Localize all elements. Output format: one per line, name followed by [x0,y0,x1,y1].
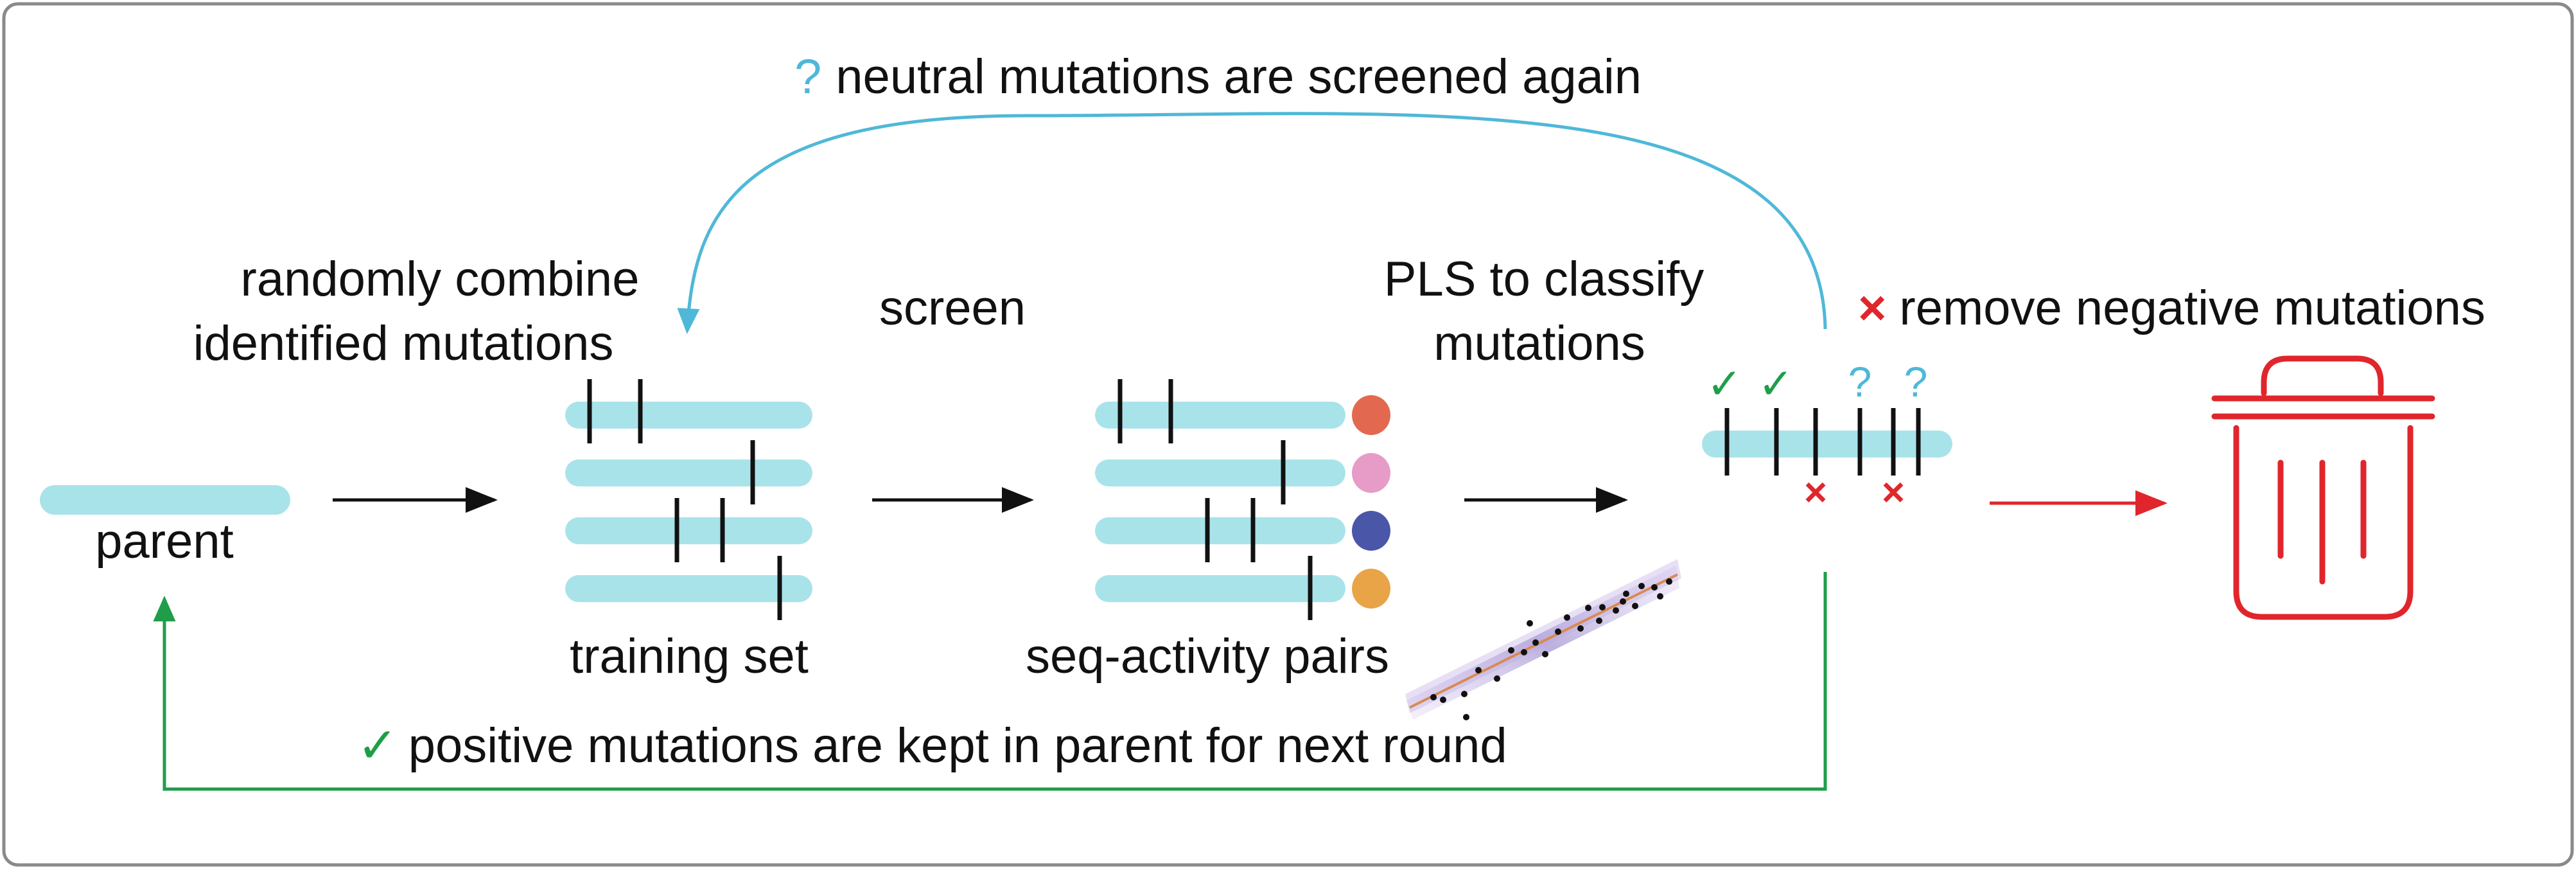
fit-point [1623,591,1629,597]
pls-regression-plot [1405,559,1681,720]
fit-point [1494,675,1500,682]
classified-sequence-bar [1702,431,1952,458]
fit-point [1542,651,1548,657]
fit-point [1532,639,1539,646]
positive-feedback-arrow [153,572,1827,791]
fit-point [1596,618,1602,624]
fit-points [1430,578,1672,720]
screened-sequence [1095,402,1345,429]
screened-sequence [1095,517,1345,544]
training-set [565,379,812,620]
trash-can-icon [2211,355,2435,620]
negative-cross-icon: × [1858,281,1886,335]
positive-check-icon: ✓ [357,718,398,773]
negative-cross-icon: × [1882,470,1905,515]
activity-dot [1352,569,1390,609]
fit-point [1651,584,1658,591]
classified-sequence: ✓ ✓ ? ? × × [1702,358,1952,515]
seq-activity-label: seq-activity pairs [1026,629,1389,684]
fit-point [1440,697,1446,703]
negative-cross-icon: × [1804,470,1827,515]
activity-dot [1352,395,1390,435]
training-sequence [565,402,812,429]
combine-label-line1: randomly combine [241,252,640,307]
pls-label-line2: mutations [1433,316,1645,371]
fit-point [1613,607,1619,614]
pls-label-line1: PLS to classify [1384,252,1704,307]
fit-point [1620,598,1626,605]
neutral-question-icon: ? [1904,358,1928,405]
fit-line [1409,573,1678,709]
fit-point [1555,628,1561,635]
fit-point [1527,620,1533,627]
neutral-question-icon: ? [1848,358,1872,405]
fit-point [1585,605,1591,611]
negative-caption-text: remove negative mutations [1899,281,2485,335]
parent-label: parent [95,514,234,569]
positive-check-icon: ✓ [1758,360,1793,407]
training-sequence [565,575,812,602]
fit-point [1666,578,1672,585]
fit-point [1599,604,1606,610]
neutral-caption: ? neutral mutations are screened again [794,49,1642,104]
trash-handle [2261,355,2384,396]
activity-dot [1352,453,1390,493]
fit-point [1657,593,1663,600]
fit-point [1475,667,1482,673]
negative-caption: ×remove negative mutations [1858,281,2485,335]
fit-point [1430,694,1437,700]
combine-label-line2: identified mutations [193,316,614,371]
training-sequence [565,459,812,486]
screened-sequence [1095,459,1345,486]
neutral-caption-text: neutral mutations are screened again [836,49,1642,104]
fit-point [1463,714,1469,720]
positive-caption-text: positive mutations are kept in parent fo… [408,718,1507,773]
parent-sequence [40,485,290,515]
fit-point [1632,603,1638,609]
activity-dot [1352,511,1390,551]
neutral-question-icon: ? [794,49,821,104]
training-set-label: training set [570,629,809,684]
screened-sequence [1095,575,1345,602]
fit-point [1638,583,1645,589]
training-sequence [565,517,812,544]
seq-activity-pairs [1095,379,1390,620]
positive-check-icon: ✓ [1706,360,1742,407]
positive-caption: ✓positive mutations are kept in parent f… [357,718,1507,773]
neutral-feedback-arrow [677,112,1827,334]
fit-point [1521,649,1527,655]
fit-point [1577,625,1584,632]
fit-point [1564,614,1570,621]
fit-point [1508,647,1514,654]
screen-label: screen [879,281,1026,335]
fit-point [1461,691,1468,697]
trash-body [2233,425,2414,620]
